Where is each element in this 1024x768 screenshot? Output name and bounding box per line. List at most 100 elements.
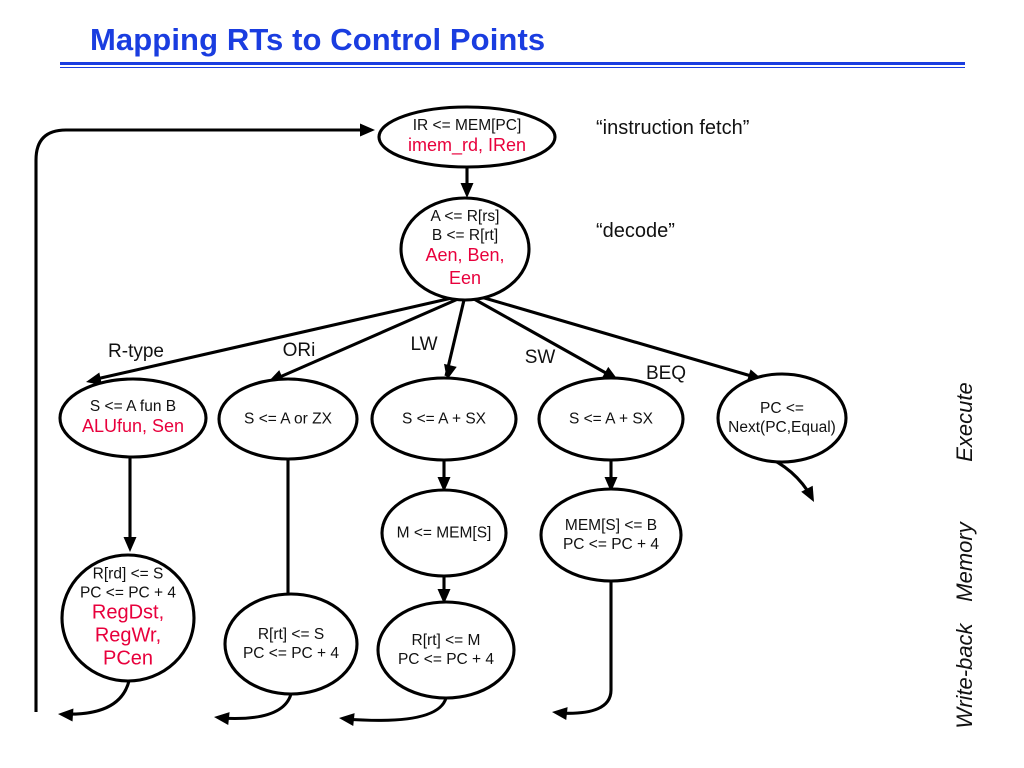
node-fetch-rt-line-0: IR <= MEM[PC] xyxy=(413,117,522,134)
arrowhead-shape xyxy=(552,707,568,721)
node-exec-rtype-shape xyxy=(58,377,208,459)
arrowhead-shape xyxy=(801,485,814,502)
stage-execute: Execute xyxy=(952,382,977,462)
node-exec-ori-rt-line-0: S <= A or ZX xyxy=(244,411,333,428)
arrow-sw-mem xyxy=(604,477,618,492)
node-wb-rtype-shape xyxy=(60,553,196,683)
node-wb-lw-rt-line-1: PC <= PC + 4 xyxy=(398,651,494,668)
arrowhead-shape xyxy=(444,363,457,380)
arrow-wb-rtype-out xyxy=(58,708,74,722)
edge-wb-rtype-out xyxy=(63,680,131,716)
node-exec-ori-shape xyxy=(217,377,359,461)
node-exec-lw-shape xyxy=(370,376,518,462)
arrowhead-shape xyxy=(339,713,355,727)
arrow-fetch-decode xyxy=(460,183,474,198)
arrow-beq-out xyxy=(801,485,814,502)
arrowhead-shape xyxy=(437,589,451,604)
node-wb-rtype-control-line-0: RegDst, xyxy=(92,602,164,624)
node-exec-lw-rt-line-0: S <= A + SX xyxy=(402,411,487,428)
edge-wb-ori-out xyxy=(219,693,293,721)
stage-memory: Memory xyxy=(952,520,977,601)
node-exec-sw[interactable]: S <= A + SX xyxy=(537,376,685,462)
edge-sw-mem-out xyxy=(557,581,613,715)
edge-wb-lw-out xyxy=(344,697,448,722)
edge-decode-rtype xyxy=(91,296,453,382)
edge-label-beq: BEQ xyxy=(646,363,686,384)
title-underline-thick xyxy=(60,62,965,65)
node-wb-rtype-rt-line-1: PC <= PC + 4 xyxy=(80,585,176,602)
node-mem-sw-rt-line-0: MEM[S] <= B xyxy=(565,517,657,534)
edge-decode-ori xyxy=(272,297,459,382)
edge-decode-sw xyxy=(473,297,614,379)
stage-writeback: Write-back xyxy=(952,622,977,728)
node-mem-sw[interactable]: MEM[S] <= BPC <= PC + 4 xyxy=(539,487,683,583)
node-wb-rtype-control-line-2: PCen xyxy=(103,648,153,670)
node-mem-sw-shape xyxy=(539,487,683,583)
fetch-annotation: “instruction fetch” xyxy=(596,117,749,139)
node-decode-shape xyxy=(399,196,531,302)
node-exec-beq-rt-line-0: PC <= xyxy=(760,400,804,417)
arrowhead-shape xyxy=(604,477,618,492)
node-wb-lw-rt-line-0: R[rt] <= M xyxy=(412,632,481,649)
node-wb-ori-rt-line-0: R[rt] <= S xyxy=(258,626,324,643)
edge-label-lw: LW xyxy=(410,334,437,355)
arrowhead-shape xyxy=(58,708,74,722)
arrow-lw-mem xyxy=(437,477,451,492)
arrowhead-shape xyxy=(437,477,451,492)
arrow-to-lw xyxy=(444,363,457,380)
arrow-rtype-wb xyxy=(123,537,137,552)
annotations-layer: “instruction fetch” “decode” xyxy=(596,117,749,242)
node-decode-control-line-0: Aen, Ben, xyxy=(425,245,504,265)
node-wb-ori-shape xyxy=(223,592,359,696)
node-exec-beq[interactable]: PC <= Next(PC,Equal) xyxy=(716,372,848,464)
arrow-sw-mem-out xyxy=(552,707,568,721)
arrowhead-shape xyxy=(360,123,375,137)
page-title: Mapping RTs to Control Points xyxy=(90,22,546,57)
arrowhead-shape xyxy=(214,712,230,726)
edge-label-rtype: R-type xyxy=(108,341,164,362)
title-block: Mapping RTs to Control Points xyxy=(60,22,965,68)
node-mem-lw[interactable]: M <= MEM[S] xyxy=(380,488,508,578)
arrow-wb-lw-out xyxy=(339,713,355,727)
arrowhead-shape xyxy=(123,537,137,552)
edge-decode-beq xyxy=(480,295,759,380)
arrowhead-shape xyxy=(460,183,474,198)
arrow-wb-ori-out xyxy=(214,712,230,726)
node-wb-ori-rt-line-1: PC <= PC + 4 xyxy=(243,645,339,662)
arrow-into-fetch xyxy=(360,123,375,137)
edge-decode-lw xyxy=(444,299,466,377)
node-exec-beq-rt-line-1: Next(PC,Equal) xyxy=(728,419,836,436)
node-exec-sw-shape xyxy=(537,376,685,462)
node-mem-lw-shape xyxy=(380,488,508,578)
node-exec-rtype-rt-line-0: S <= A fun B xyxy=(90,398,176,415)
edge-feedback-loop xyxy=(34,128,360,712)
edges-layer xyxy=(34,128,814,722)
node-wb-lw[interactable]: R[rt] <= M PC <= PC + 4 xyxy=(376,600,516,700)
edge-label-sw: SW xyxy=(525,347,556,368)
node-decode-control-line-1: Een xyxy=(449,268,481,288)
node-decode[interactable]: A <= R[rs]B <= R[rt]Aen, Ben,Een xyxy=(399,196,531,302)
title-underline xyxy=(60,62,965,69)
node-exec-lw[interactable]: S <= A + SX xyxy=(370,376,518,462)
title-underline-thin xyxy=(60,67,965,68)
arrow-lw-wb xyxy=(437,589,451,604)
node-exec-sw-rt-line-0: S <= A + SX xyxy=(569,411,654,428)
node-fetch-control-line-0: imem_rd, IRen xyxy=(408,135,526,156)
node-fetch[interactable]: IR <= MEM[PC]imem_rd, IRen xyxy=(377,105,557,169)
node-wb-ori[interactable]: R[rt] <= S PC <= PC + 4 xyxy=(223,592,359,696)
node-wb-rtype-control-line-1: RegWr, xyxy=(95,625,161,647)
node-mem-lw-rt-line-0: M <= MEM[S] xyxy=(397,525,492,542)
node-exec-rtype-control-line-0: ALUfun, Sen xyxy=(82,416,184,436)
node-wb-rtype-rt-line-0: R[rd] <= S xyxy=(93,566,164,583)
node-exec-beq-shape xyxy=(716,372,848,464)
node-exec-ori[interactable]: S <= A or ZX xyxy=(217,377,359,461)
node-decode-rt-line-0: A <= R[rs] xyxy=(431,208,500,225)
node-fetch-shape xyxy=(377,105,557,169)
decode-annotation: “decode” xyxy=(596,220,675,242)
